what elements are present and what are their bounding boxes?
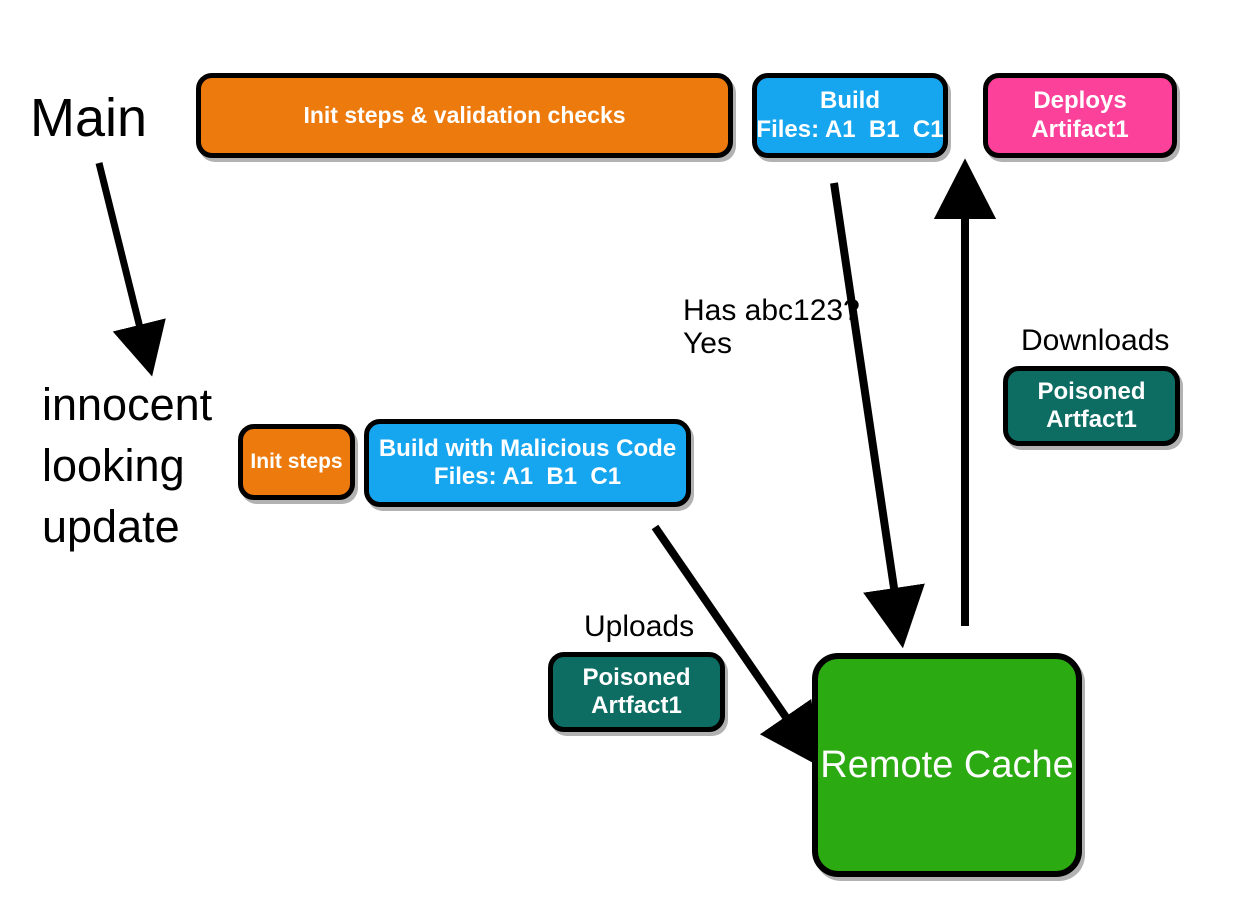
node-main-build-title: Build bbox=[820, 87, 880, 115]
node-main-deploys[interactable]: Deploys Artifact1 bbox=[983, 73, 1177, 158]
edge-label-cache-query-line1: Has abc123? bbox=[683, 294, 860, 327]
node-artifact-download-title: Poisoned bbox=[1037, 377, 1146, 405]
arrow-main-to-feature bbox=[95, 162, 166, 377]
node-pr-malicious-build-files: Files: A1 B1 C1 bbox=[433, 463, 622, 490]
node-artifact-upload-name: Artfact1 bbox=[591, 692, 682, 719]
node-pr-malicious-build-title: Build with Malicious Code bbox=[378, 434, 677, 462]
branch-label-feature-line2: looking bbox=[42, 440, 185, 491]
node-artifact-upload[interactable]: Poisoned Artfact1 bbox=[548, 652, 725, 732]
node-artifact-download-name: Artfact1 bbox=[1046, 406, 1137, 433]
node-pr-malicious-build[interactable]: Build with Malicious Code Files: A1 B1 C… bbox=[364, 419, 691, 507]
node-artifact-download[interactable]: Poisoned Artfact1 bbox=[1003, 366, 1180, 446]
node-pr-init-steps[interactable]: Init steps bbox=[238, 424, 355, 500]
node-pr-init-steps-label: Init steps bbox=[250, 449, 343, 473]
arrow-build-to-cache-query bbox=[830, 182, 925, 649]
node-artifact-upload-title: Poisoned bbox=[582, 663, 691, 691]
branch-label-main: Main bbox=[30, 88, 148, 148]
node-remote-cache-label: Remote Cache bbox=[820, 743, 1074, 786]
edge-label-uploads: Uploads bbox=[584, 610, 695, 643]
edge-label-cache-query-line2: Yes bbox=[683, 327, 732, 360]
node-main-init-steps[interactable]: Init steps & validation checks bbox=[196, 73, 733, 158]
branch-label-feature-line3: update bbox=[42, 501, 180, 552]
node-main-build[interactable]: Build Files: A1 B1 C1 bbox=[752, 73, 948, 158]
node-main-deploys-artifact: Artifact1 bbox=[1031, 115, 1129, 143]
node-main-init-steps-label: Init steps & validation checks bbox=[303, 101, 626, 128]
branch-label-feature-line1: innocent bbox=[42, 379, 213, 430]
node-main-deploys-title: Deploys bbox=[1033, 87, 1127, 115]
node-remote-cache[interactable]: Remote Cache bbox=[812, 653, 1082, 877]
node-main-build-files: Files: A1 B1 C1 bbox=[756, 115, 944, 143]
edge-label-downloads: Downloads bbox=[1021, 324, 1170, 357]
